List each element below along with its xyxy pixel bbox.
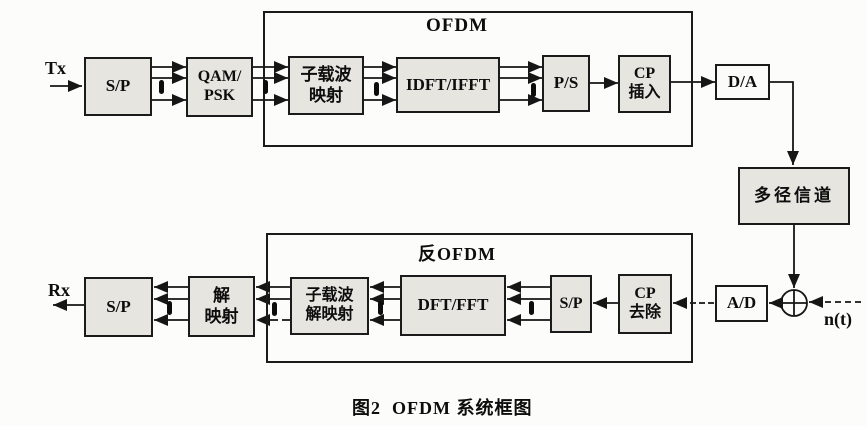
inverse-ofdm-group-label: 反OFDM <box>418 244 496 264</box>
block-label: D/A <box>727 71 758 91</box>
sp-to-qam-arrows <box>152 61 186 106</box>
block-label-line1: CP <box>633 65 656 83</box>
block-label: A/D <box>726 293 757 313</box>
block-label: P/S <box>553 73 579 93</box>
demap-to-sp-arrows <box>154 281 188 326</box>
idft-to-ps-arrows <box>500 61 542 106</box>
block-label: S/P <box>559 294 583 312</box>
block-label-line2: 解映射 <box>305 306 354 323</box>
da-to-channel-arrow <box>770 81 799 165</box>
block-label: 多径信道 <box>754 185 834 205</box>
block-label-line1: 解 <box>213 286 230 306</box>
block-label-line1: CP <box>634 285 656 303</box>
multi-stream-mark <box>378 301 383 315</box>
block-ps: P/S <box>542 55 590 112</box>
group-ofdm <box>263 11 693 147</box>
block-subcarrier-mapping: 子载波 映射 <box>288 56 364 115</box>
block-label-line1: 子载波 <box>300 65 352 85</box>
scdemap-to-demap-arrows <box>256 281 290 326</box>
block-ad: A/D <box>715 285 768 322</box>
block-da: D/A <box>715 64 770 100</box>
adder-icon <box>780 289 808 317</box>
sp-to-dft-arrows <box>507 281 550 326</box>
block-label-line2: 映射 <box>309 85 343 105</box>
block-label-line2: PSK <box>203 87 236 104</box>
multi-stream-mark <box>167 301 172 315</box>
figure-caption: 图2 OFDM 系统框图 <box>352 398 533 418</box>
block-label-line1: QAM/ <box>197 68 242 86</box>
block-label-line2: 插入 <box>628 84 661 101</box>
multi-stream-mark <box>159 80 164 94</box>
dft-to-demap-arrows <box>370 281 400 326</box>
block-idft-ifft: IDFT/IFFT <box>396 57 500 113</box>
block-cp-remove: CP 去除 <box>618 274 672 334</box>
noise-label: n(t) <box>824 309 852 329</box>
block-label-line2: 映射 <box>204 306 239 326</box>
tx-label: Tx <box>45 58 67 78</box>
multi-stream-mark <box>272 302 277 316</box>
block-multipath-channel: 多径信道 <box>738 167 850 225</box>
block-sp-tx: S/P <box>84 57 152 116</box>
block-subcarrier-demapping: 子载波 解映射 <box>290 277 369 335</box>
block-label: IDFT/IFFT <box>405 74 491 94</box>
block-demapping: 解 映射 <box>188 276 255 337</box>
multi-stream-mark <box>529 301 534 315</box>
block-label: S/P <box>106 296 131 316</box>
map-to-idft-arrows <box>364 61 396 106</box>
multi-stream-mark <box>531 83 536 97</box>
ofdm-group-label: OFDM <box>426 15 489 36</box>
block-sp-rx: S/P <box>550 275 592 333</box>
block-dft-fft: DFT/FFT <box>400 275 506 336</box>
rx-label: Rx <box>48 280 70 300</box>
block-label: DFT/FFT <box>417 295 489 315</box>
multi-stream-mark <box>263 80 268 94</box>
block-label-line1: 子载波 <box>305 287 354 305</box>
qam-to-map-arrows <box>253 61 288 106</box>
block-sp-out: S/P <box>84 277 153 337</box>
block-label-line2: 去除 <box>628 304 661 321</box>
multi-stream-mark <box>374 82 379 96</box>
block-qam-psk: QAM/ PSK <box>186 57 253 117</box>
block-label: S/P <box>105 76 131 96</box>
block-cp-insert: CP 插入 <box>618 55 671 113</box>
